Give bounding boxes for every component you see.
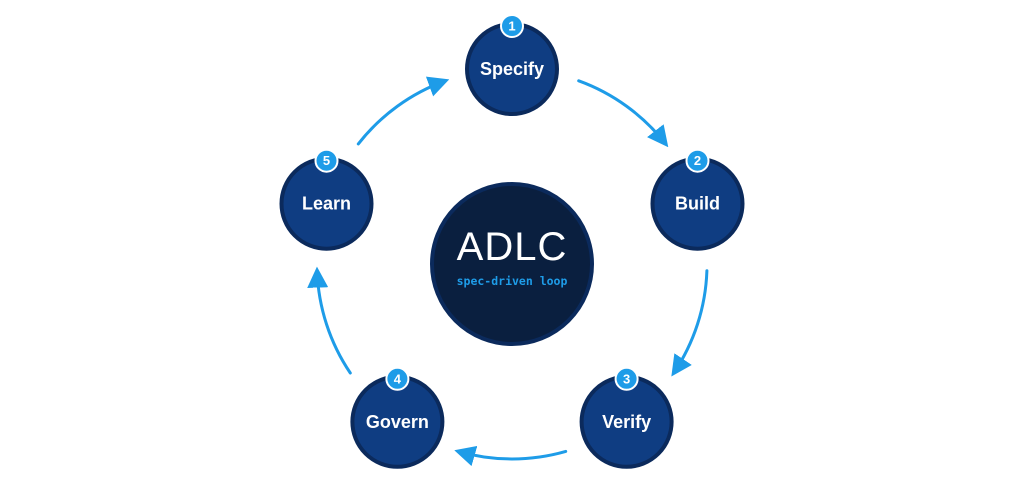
arrow-2-to-3 xyxy=(671,269,709,377)
step-number: 3 xyxy=(623,371,630,386)
arrow-1-to-2 xyxy=(577,79,669,148)
arrow-3-to-4 xyxy=(454,445,568,467)
stage-label: Learn xyxy=(302,194,351,214)
step-number-badge xyxy=(614,366,639,391)
step-number: 4 xyxy=(394,371,402,386)
cycle-arrows xyxy=(307,76,709,467)
hub-title: ADLC xyxy=(457,225,568,269)
stage-build: Build 2 xyxy=(650,148,745,251)
step-number-badge xyxy=(500,14,524,38)
stage-label: Govern xyxy=(366,412,429,432)
stage-label: Build xyxy=(675,194,720,214)
hub-subtitle: spec-driven loop xyxy=(457,274,568,288)
stage-label: Specify xyxy=(480,59,544,79)
step-number-badge xyxy=(685,148,710,173)
step-number-badge xyxy=(314,148,339,173)
stage-govern: Govern 4 xyxy=(350,366,445,469)
arrow-4-to-5 xyxy=(307,266,352,375)
step-number: 5 xyxy=(323,153,330,168)
arrow-5-to-1 xyxy=(356,76,450,146)
stage-specify: Specify 1 xyxy=(465,14,559,116)
hub-circle xyxy=(430,182,594,346)
stage-label: Verify xyxy=(602,412,651,432)
step-number: 2 xyxy=(694,153,701,168)
center-hub: ADLC spec-driven loop xyxy=(430,182,594,346)
stage-verify: Verify 3 xyxy=(579,366,674,469)
step-number-badge xyxy=(385,366,410,391)
stage-learn: Learn 5 xyxy=(279,148,374,251)
step-number: 1 xyxy=(508,19,515,34)
